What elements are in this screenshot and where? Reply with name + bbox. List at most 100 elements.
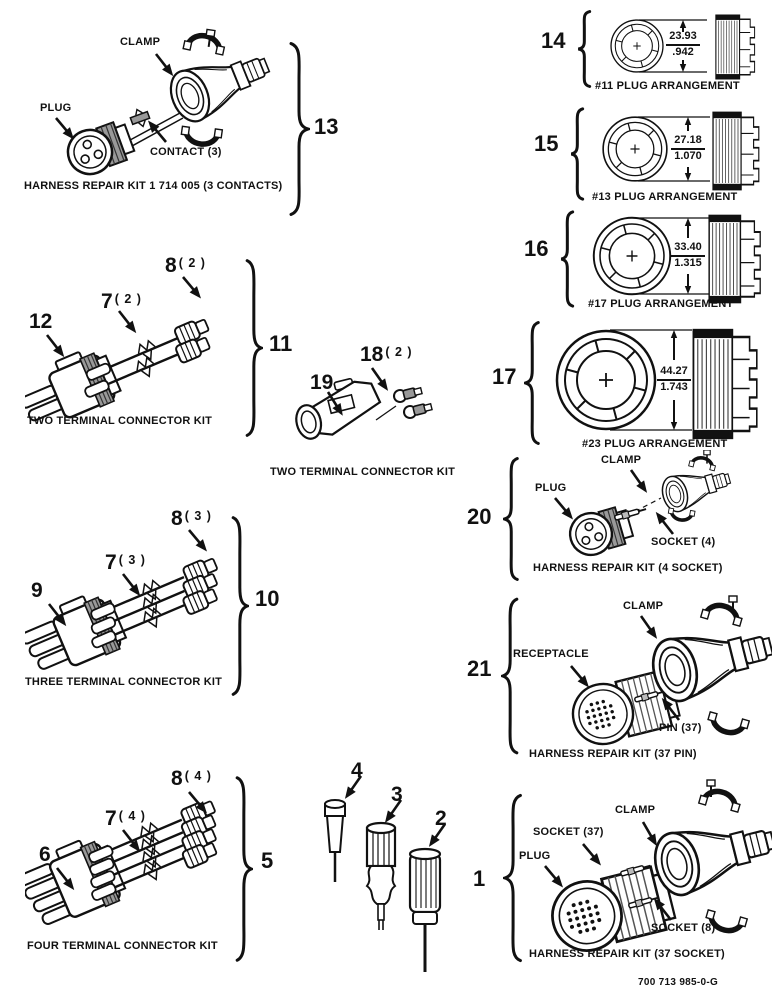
- tool3-illustration: [365, 821, 397, 930]
- kit1-caption: HARNESS REPAIR KIT (37 SOCKET): [529, 948, 725, 960]
- clamp-illustration: [645, 614, 772, 707]
- callout-number: 8: [171, 767, 183, 790]
- callout-number: 8: [171, 507, 183, 530]
- kit5-group: 8( 4 ) 7( 4 ) 6 FOUR TERMINAL CONNECTOR …: [25, 762, 310, 972]
- kit21-illustration: [564, 595, 772, 753]
- clamp-half-icon: [686, 453, 719, 474]
- kit13-bracket: [286, 40, 310, 218]
- callout8-arrow: [184, 525, 212, 556]
- callout-number: 7: [101, 290, 113, 313]
- callout-number: 8: [165, 254, 177, 277]
- kit13-caption: HARNESS REPAIR KIT 1 714 005 (3 CONTACTS…: [24, 180, 283, 192]
- kit10-group: 8( 3 ) 7( 3 ) 9 THREE TERMINAL CONNECTOR…: [25, 508, 305, 700]
- item17-caption: #23 PLUG ARRANGEMENT: [582, 438, 728, 450]
- callout-qty: ( 2 ): [114, 292, 142, 306]
- callout12-arrow: [41, 330, 70, 362]
- callout-qty: ( 3 ): [118, 553, 146, 567]
- clamp-half-icon: [699, 787, 742, 814]
- plug-side-icon: [692, 328, 759, 440]
- callout-qty: ( 4 ): [184, 769, 212, 783]
- tool-callout-4: 4: [351, 759, 363, 782]
- kit13-clamp-label: CLAMP: [120, 36, 161, 48]
- callout8-arrow: [178, 272, 206, 303]
- kit5-caption: FOUR TERMINAL CONNECTOR KIT: [27, 940, 218, 952]
- kit20-illustration: [550, 450, 735, 562]
- contact-illustration: [129, 108, 151, 128]
- item17-group: 17 44.27 1.743 #23 PLUG ARRANGEMENT: [488, 320, 772, 452]
- plug-face-icon: [602, 116, 668, 182]
- kit1-socket8-label: SOCKET (8): [651, 922, 716, 934]
- kit19-illustration: [295, 363, 434, 440]
- kit1-illustration: [540, 779, 772, 960]
- kit1-bracket: [503, 792, 525, 964]
- item16-bracket: [560, 210, 576, 308]
- item16-dimension: 33.40 1.315: [664, 241, 712, 270]
- kit21-clamp-label: CLAMP: [623, 600, 664, 612]
- kit11-bracket: [243, 257, 263, 439]
- dimension-mm: 27.18: [671, 134, 705, 150]
- plug-arrow: [540, 861, 568, 892]
- clamp-arrow: [625, 465, 653, 497]
- dimension-mm: 33.40: [671, 241, 705, 257]
- item14-group: 14 23.93 .942 #11 PLUG ARRANGEMENT: [535, 10, 772, 98]
- plug-face-icon: [555, 329, 657, 431]
- item14-number: 14: [541, 28, 566, 53]
- kit13-plug-label: PLUG: [40, 102, 72, 114]
- dimension-mm: 23.93: [666, 30, 700, 46]
- clamp-illustration: [647, 808, 772, 901]
- kit11-number: 11: [269, 331, 293, 356]
- kit20-clamp-label: CLAMP: [601, 454, 642, 466]
- tool2-illustration: [408, 847, 442, 972]
- kit13-contact-label: CONTACT (3): [150, 146, 222, 158]
- item15-number: 15: [534, 131, 559, 156]
- item14-dimension: 23.93 .942: [659, 30, 707, 59]
- kit13-group: CLAMP PLUG CONTACT (3) HARNESS REPAIR KI…: [20, 28, 360, 228]
- kit20-group: CLAMP PLUG SOCKET (4) HARNESS REPAIR KIT…: [465, 450, 772, 588]
- kit13-number: 13: [314, 114, 339, 139]
- kit19-callout-19: 19: [310, 371, 334, 394]
- tool4-illustration: [324, 799, 346, 882]
- socket37-arrow: [578, 839, 606, 870]
- item14-illustration: [610, 14, 756, 80]
- item16-caption: #17 PLUG ARRANGEMENT: [588, 298, 734, 310]
- tool-callout-2: 2: [435, 807, 447, 830]
- kit19-callout-18: 18( 2 ): [360, 344, 413, 365]
- kit20-plug-label: PLUG: [535, 482, 567, 494]
- kit5-callout-7: 7( 4 ): [105, 808, 146, 829]
- kit13-illustration: [51, 28, 278, 182]
- clamp-half-icon: [180, 124, 222, 146]
- clamp-half-icon: [701, 601, 744, 628]
- item15-illustration: [602, 111, 760, 191]
- plug-side-icon: [715, 14, 756, 80]
- callout-qty: ( 2 ): [178, 256, 206, 270]
- kit10-callout-7: 7( 3 ): [105, 552, 146, 573]
- callout-qty: ( 4 ): [118, 809, 146, 823]
- callout-number: 7: [105, 807, 117, 830]
- item14-caption: #11 PLUG ARRANGEMENT: [595, 80, 740, 92]
- plug-side-icon: [708, 214, 762, 304]
- kit21-group: CLAMP RECEPTACLE PIN (37) HARNESS REPAIR…: [465, 594, 772, 762]
- dimension-in: 1.743: [660, 381, 688, 393]
- kit19-group: 18( 2 ) 19 TWO TERMINAL CONNECTOR KIT: [270, 340, 495, 482]
- item16-illustration: [592, 214, 762, 304]
- plug-face-icon: [610, 19, 664, 73]
- callout-qty: ( 3 ): [184, 509, 212, 523]
- clamp-arrow: [635, 611, 663, 643]
- callout7-arrow: [113, 306, 142, 338]
- callout-qty: ( 2 ): [385, 345, 413, 359]
- item17-dimension: 44.27 1.743: [650, 365, 698, 394]
- kit11-group: 8( 2 ) 7( 2 ) 12 TWO TERMINAL CONNECTOR …: [25, 255, 305, 445]
- item15-bracket: [570, 107, 586, 201]
- kit5-callout-6: 6: [39, 843, 51, 866]
- kit5-callout-8: 8( 4 ): [171, 768, 212, 789]
- clamp-half-icon: [706, 710, 749, 737]
- callout-number: 7: [105, 551, 117, 574]
- kit21-pin-label: PIN (37): [659, 722, 702, 734]
- dimension-mm: 44.27: [657, 365, 691, 381]
- kit10-bracket: [229, 514, 249, 698]
- item17-number: 17: [492, 364, 517, 389]
- kit21-caption: HARNESS REPAIR KIT (37 PIN): [529, 748, 697, 760]
- contact-arrow: [143, 116, 171, 147]
- dimension-in: 1.070: [674, 150, 702, 162]
